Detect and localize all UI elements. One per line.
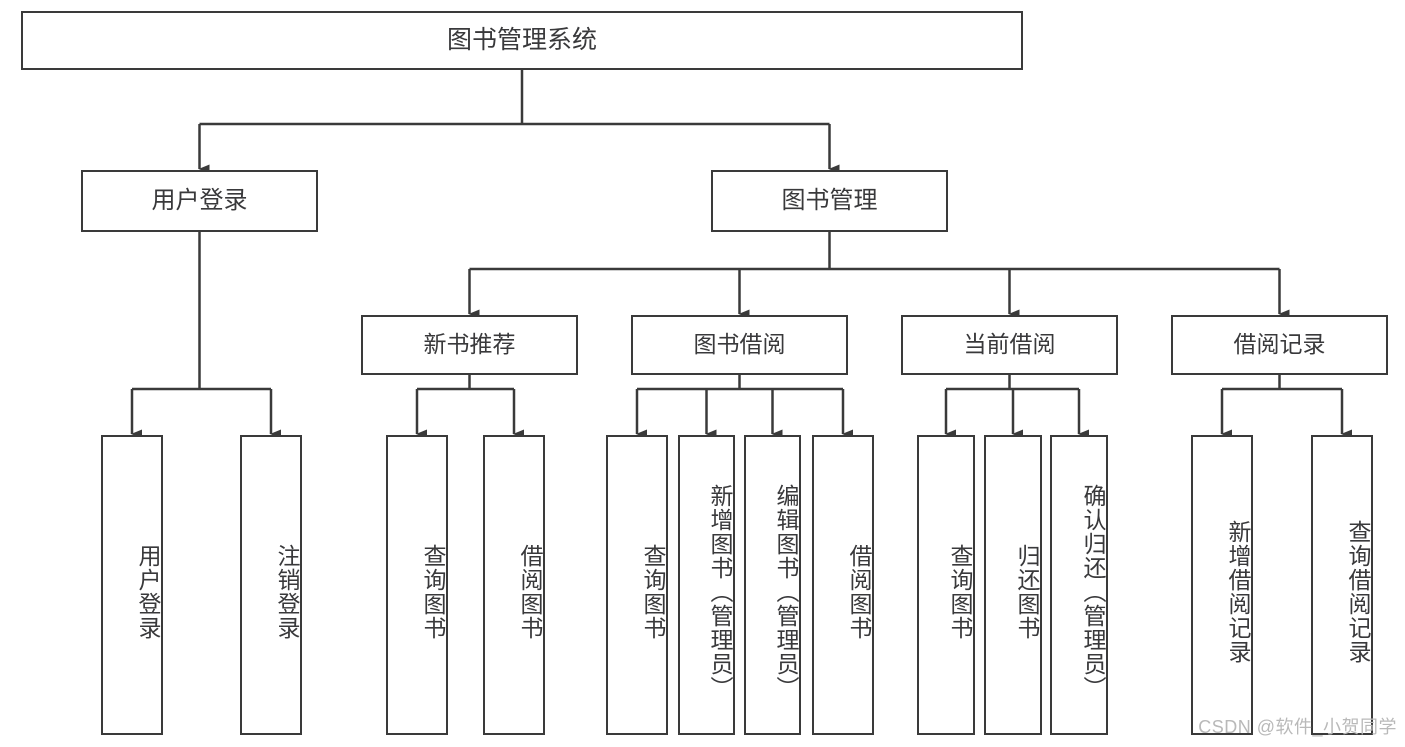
node-leaf-br-query[interactable]: 查询借阅记录 [1311, 435, 1373, 735]
node-label: 新书推荐 [423, 331, 516, 358]
node-label: 图书管理 [781, 186, 878, 214]
node-label: 用户登录 [151, 186, 248, 214]
node-leaf-cb-query[interactable]: 查询图书 [917, 435, 975, 735]
node-current-borrow[interactable]: 当前借阅 [901, 315, 1118, 375]
node-borrow-record[interactable]: 借阅记录 [1171, 315, 1388, 375]
node-label: 查询图书 [640, 544, 666, 640]
node-label: 确认归还（管理员） [1080, 484, 1106, 700]
node-label: 查询图书 [420, 544, 446, 640]
node-leaf-cb-return[interactable]: 归还图书 [984, 435, 1042, 735]
node-label: 图书管理系统 [446, 25, 597, 54]
node-book-manage[interactable]: 图书管理 [711, 170, 948, 232]
node-new-book-rec[interactable]: 新书推荐 [361, 315, 578, 375]
node-label: 编辑图书（管理员） [773, 484, 799, 700]
node-label: 查询图书 [947, 544, 973, 640]
node-label: 图书借阅 [693, 331, 786, 358]
node-leaf-bb-add[interactable]: 新增图书（管理员） [678, 435, 735, 735]
node-label: 查询借阅记录 [1345, 520, 1371, 664]
node-leaf-rec-query[interactable]: 查询图书 [386, 435, 448, 735]
node-leaf-bb-query[interactable]: 查询图书 [606, 435, 668, 735]
node-label: 借阅图书 [846, 544, 872, 640]
node-user-login[interactable]: 用户登录 [81, 170, 318, 232]
node-label: 归还图书 [1014, 544, 1040, 640]
node-label: 新增借阅记录 [1225, 520, 1251, 664]
csdn-watermark: CSDN @软件_小贺同学 [1198, 717, 1397, 737]
node-leaf-br-add[interactable]: 新增借阅记录 [1191, 435, 1253, 735]
node-label: 借阅图书 [517, 544, 543, 640]
node-leaf-bb-borrow[interactable]: 借阅图书 [812, 435, 874, 735]
node-book-borrow[interactable]: 图书借阅 [631, 315, 848, 375]
node-label: 新增图书（管理员） [707, 484, 733, 700]
node-label: 借阅记录 [1233, 331, 1326, 358]
node-label: 注销登录 [274, 544, 300, 640]
node-leaf-user-login[interactable]: 用户登录 [101, 435, 163, 735]
node-root[interactable]: 图书管理系统 [21, 11, 1023, 70]
node-leaf-cb-confirm[interactable]: 确认归还（管理员） [1050, 435, 1108, 735]
node-leaf-rec-borrow[interactable]: 借阅图书 [483, 435, 545, 735]
node-leaf-bb-edit[interactable]: 编辑图书（管理员） [744, 435, 801, 735]
node-leaf-user-logout[interactable]: 注销登录 [240, 435, 302, 735]
node-label: 当前借阅 [963, 331, 1056, 358]
node-label: 用户登录 [135, 544, 161, 640]
